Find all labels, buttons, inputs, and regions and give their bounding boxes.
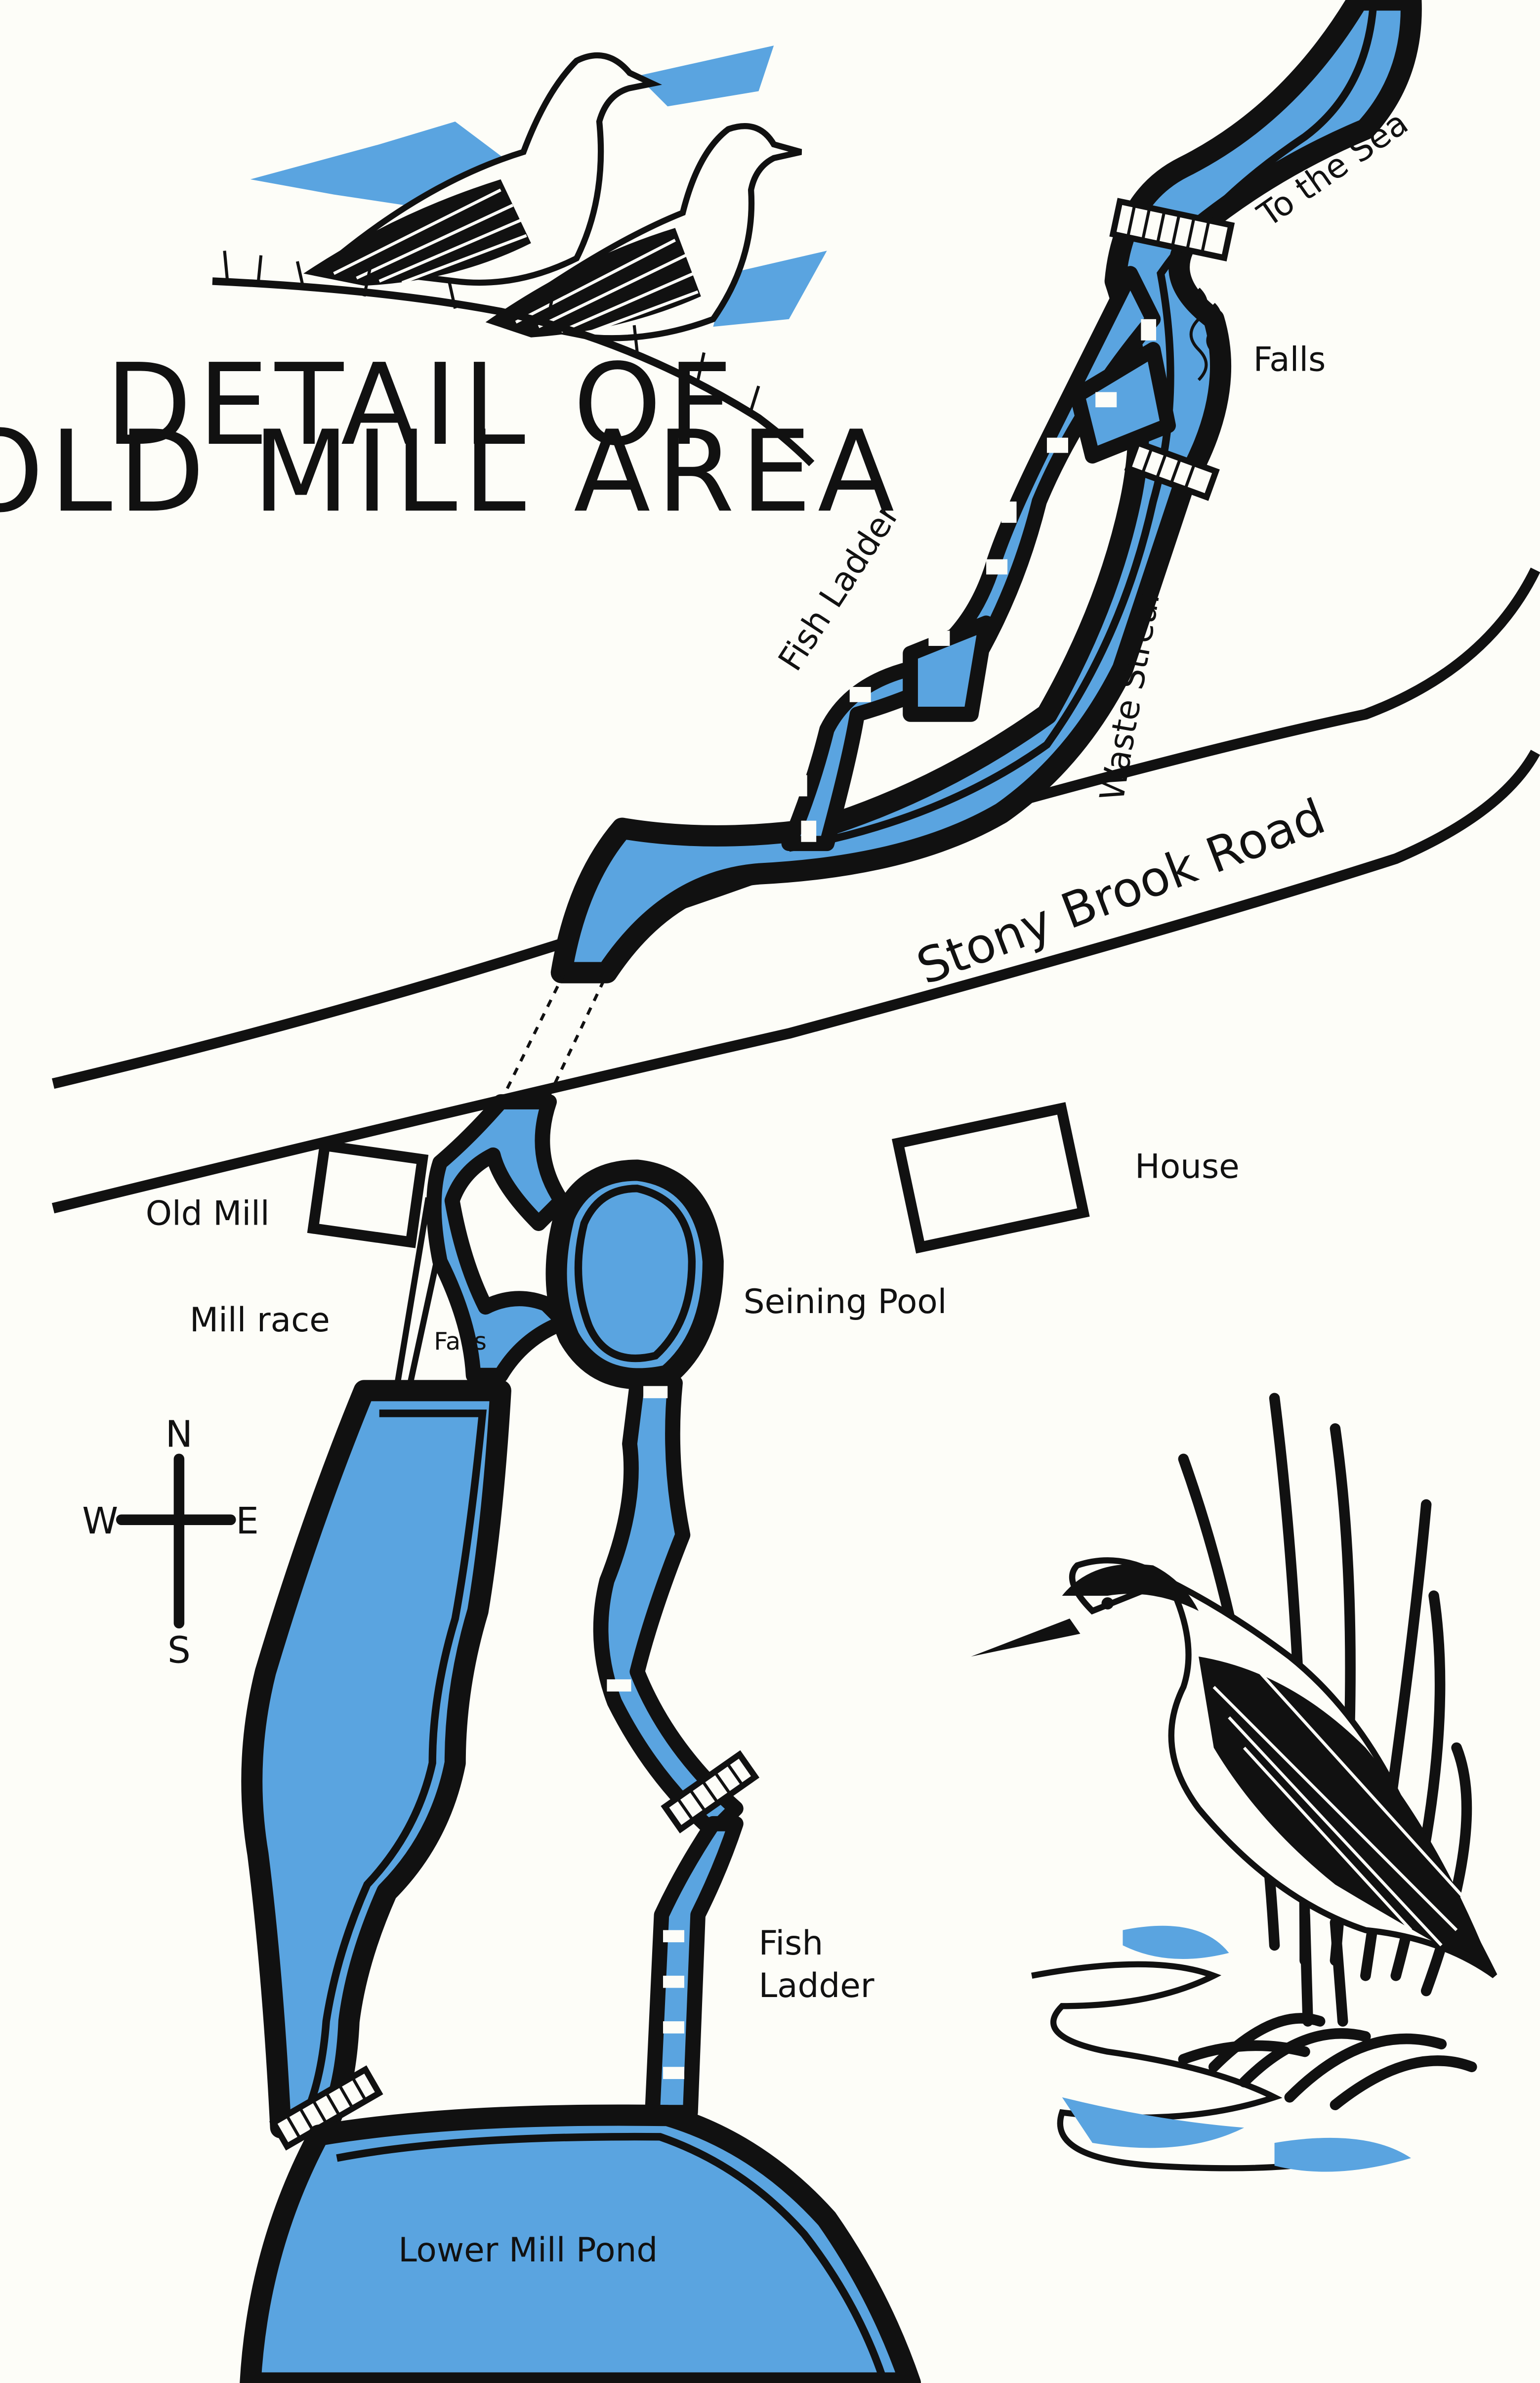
compass-n: N [166, 1414, 193, 1456]
map-title-line1: DETAIL OF [105, 340, 738, 470]
waste-stream-bridge [1124, 438, 1220, 501]
compass-s: S [167, 1629, 191, 1671]
label-seining-pool: Seining Pool [744, 1282, 947, 1321]
label-falls-lower: Falls [434, 1327, 487, 1356]
label-fish-ladder-lower-2: Ladder [758, 1966, 874, 2005]
lower-fish-ladder-bridge [661, 1750, 760, 1833]
compass-e: E [236, 1500, 259, 1542]
lower-mill-pond [240, 2104, 921, 2383]
lower-pond-dam [269, 2065, 383, 2151]
night-heron-illustration [971, 1393, 1498, 2172]
old-mill-building [307, 1139, 429, 1248]
seining-pool [545, 1159, 724, 1390]
map-title-line2: OLD MILL AREA [0, 406, 901, 537]
label-old-mill: Old Mill [146, 1194, 270, 1233]
label-mill-race: Mill race [190, 1300, 330, 1339]
upper-stream [550, 0, 1422, 983]
upper-mill-pond [241, 1380, 511, 2138]
label-falls-upper: Falls [1253, 340, 1326, 379]
mill-stream [426, 1094, 572, 1383]
label-lower-mill-pond: Lower Mill Pond [398, 2230, 658, 2269]
house-building [892, 1102, 1090, 1254]
culvert-dashed [499, 972, 606, 1103]
label-fish-ladder-lower-1: Fish [758, 1923, 823, 1962]
upper-falls-marks [1189, 288, 1222, 381]
compass-w: W [82, 1500, 118, 1542]
compass-rose: N S W E [82, 1414, 259, 1672]
upper-bridge [1109, 198, 1235, 262]
label-house: House [1135, 1147, 1240, 1186]
lower-stream [593, 1375, 744, 1839]
seagulls-illustration [212, 45, 827, 467]
